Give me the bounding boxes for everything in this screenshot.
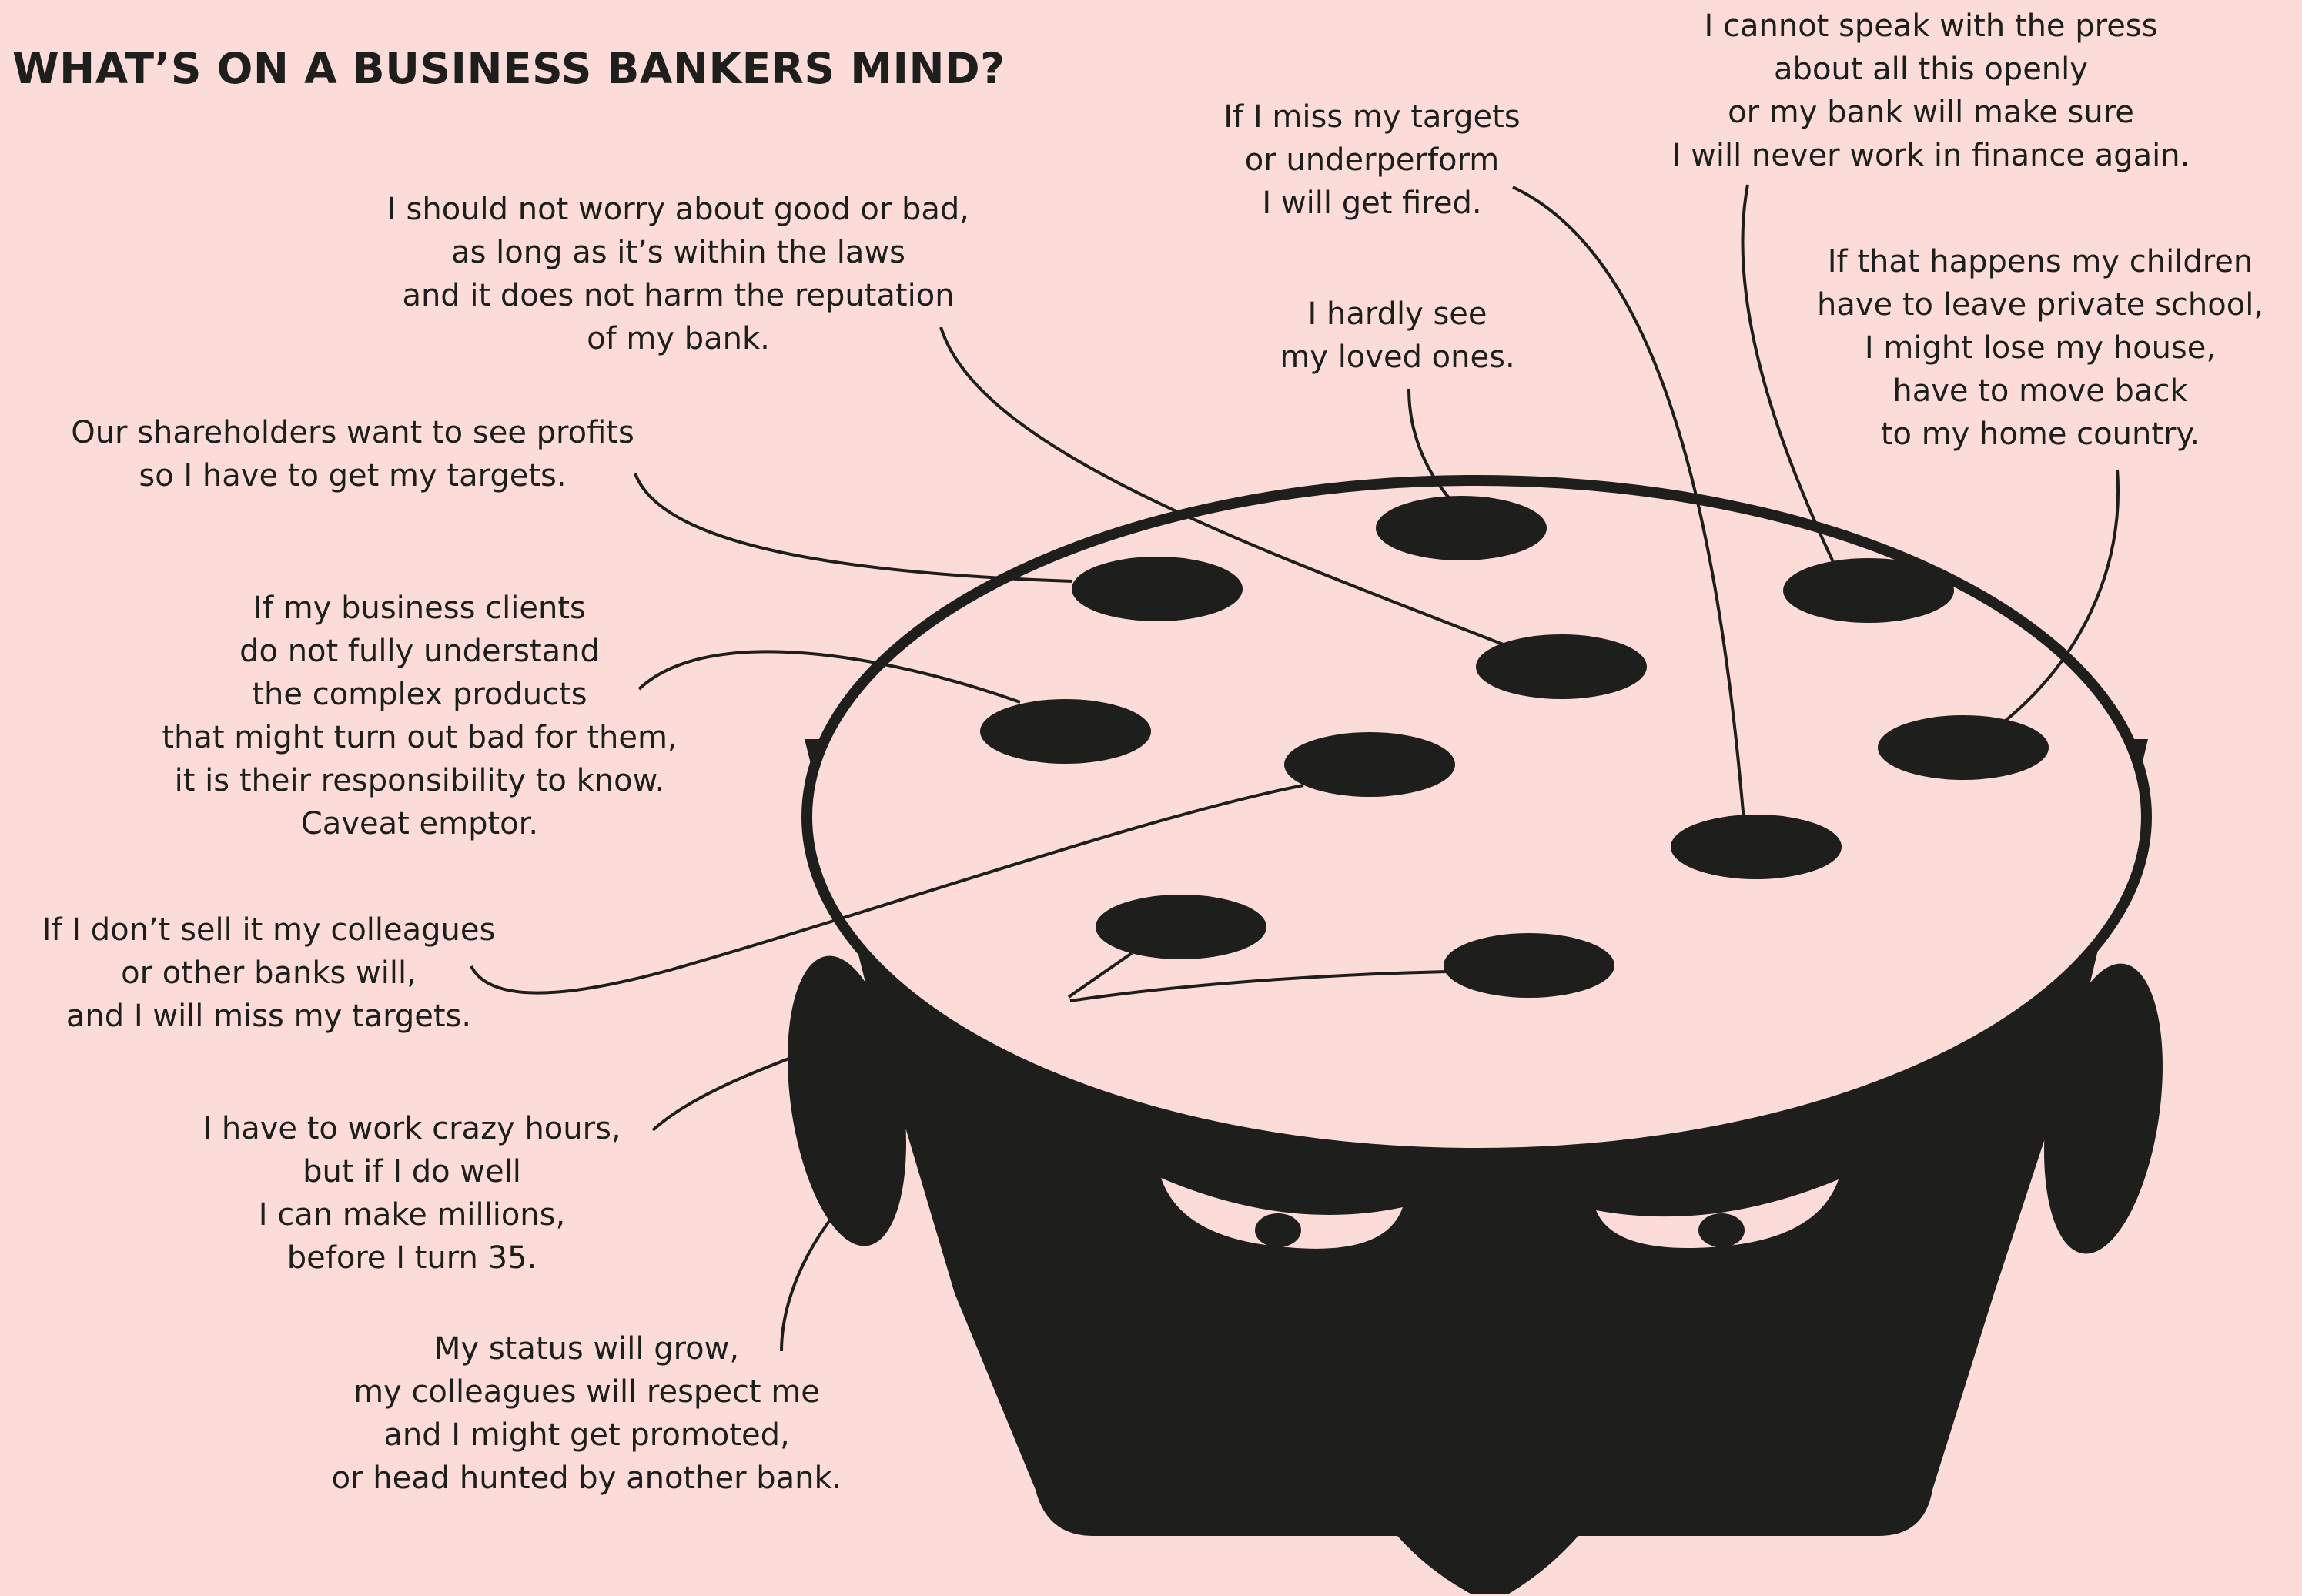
thought-line: I should not worry about good or bad, <box>387 192 969 227</box>
connector-colleagues <box>470 784 1304 995</box>
thought-line: or head hunted by another bank. <box>331 1460 842 1496</box>
connector-crazy-hours <box>651 1049 809 1132</box>
thought-line: my colleagues will respect me <box>353 1374 820 1410</box>
connector-press <box>1741 184 1835 564</box>
thought-hole-inner-b <box>1444 933 1614 998</box>
thought-line: and it does not harm the reputation <box>402 278 955 313</box>
thought-line: as long as it’s within the laws <box>451 235 905 270</box>
thought-line: If I miss my targets <box>1223 99 1521 135</box>
thought-line: have to move back <box>1892 373 2188 409</box>
thought-line: I can make millions, <box>258 1197 566 1233</box>
thought-hole-press <box>1783 558 1954 623</box>
connector-good-bad <box>939 326 1506 647</box>
thought-hole-targets-fired <box>1671 815 1842 879</box>
thought-line: I might lose my house, <box>1864 330 2217 366</box>
thought-line: or my bank will make sure <box>1728 95 2134 130</box>
thought-line: My status will grow, <box>433 1331 740 1367</box>
thought-line: have to leave private school, <box>1816 287 2264 323</box>
thought-good-bad: I should not worry about good or bad, as… <box>359 188 998 360</box>
connector-targets-fired <box>1512 186 1745 821</box>
thought-hole-clients <box>980 699 1151 764</box>
thought-line: I will get fired. <box>1262 186 1482 221</box>
thought-colleagues: If I don’t sell it my colleagues or othe… <box>11 908 527 1038</box>
left-pupil <box>1255 1213 1301 1247</box>
thought-line: and I will miss my targets. <box>65 999 472 1034</box>
connector-lines <box>470 184 2120 1352</box>
connector-status <box>780 1180 868 1352</box>
thought-line: so I have to get my targets. <box>139 458 567 494</box>
thought-holes <box>980 496 2049 998</box>
thought-press: I cannot speak with the press about all … <box>1614 5 2248 177</box>
thought-line: If that happens my children <box>1827 244 2253 279</box>
thought-shareholders: Our shareholders want to see profits so … <box>42 411 664 497</box>
thought-targets-fired: If I miss my targets or underperform I w… <box>1195 95 1549 225</box>
left-eye <box>1161 1178 1403 1249</box>
connector-clients <box>637 650 1021 704</box>
connector-children <box>2000 469 2120 725</box>
thought-line: Caveat emptor. <box>300 806 539 841</box>
thought-line: my loved ones. <box>1280 340 1515 375</box>
thought-hole-good-bad <box>1476 634 1647 699</box>
thought-line: it is their responsibility to know. <box>174 763 665 798</box>
head-top <box>801 475 2152 1159</box>
thought-line: I will never work in finance again. <box>1671 138 2190 173</box>
thought-children: If that happens my children have to leav… <box>1794 240 2287 456</box>
thought-line: and I might get promoted, <box>383 1417 790 1453</box>
thought-hole-inner-a <box>1096 895 1266 959</box>
connector-inner-a <box>1067 952 1133 999</box>
thought-line: to my home country. <box>1880 417 2200 452</box>
thought-loved-ones: I hardly see my loved ones. <box>1255 293 1540 379</box>
thought-line: I cannot speak with the press <box>1704 8 2158 44</box>
connector-inner-b <box>1069 970 1448 1002</box>
thought-line: or underperform <box>1244 142 1500 178</box>
banker-head <box>788 475 2163 1594</box>
thought-line: If my business clients <box>253 591 586 626</box>
thought-crazy-hours: I have to work crazy hours, but if I do … <box>174 1107 650 1280</box>
thought-hole-colleagues <box>1284 732 1455 797</box>
thought-line: before I turn 35. <box>286 1240 537 1276</box>
thought-line: Our shareholders want to see profits <box>71 415 634 450</box>
thought-line: about all this openly <box>1774 52 2088 87</box>
left-ear <box>788 955 906 1246</box>
page-title: WHAT’S ON A BUSINESS BANKERS MIND? <box>12 44 1005 93</box>
thought-clients: If my business clients do not fully unde… <box>139 587 701 845</box>
thought-line: or other banks will, <box>121 955 417 991</box>
connector-loved-ones <box>1407 388 1453 502</box>
thought-status: My status will grow, my colleagues will … <box>300 1327 873 1500</box>
thought-hole-loved-ones <box>1376 496 1547 560</box>
right-pupil <box>1698 1213 1745 1247</box>
thought-line: I hardly see <box>1307 296 1487 332</box>
thought-line: the complex products <box>252 677 587 712</box>
thought-line: that might turn out bad for them, <box>162 720 678 755</box>
thought-line: If I don’t sell it my colleagues <box>42 912 496 948</box>
thought-hole-children <box>1878 715 2049 780</box>
thought-line: of my bank. <box>587 321 770 356</box>
thought-line: I have to work crazy hours, <box>202 1111 621 1146</box>
thought-line: do not fully understand <box>239 634 600 669</box>
thought-line: but if I do well <box>303 1154 521 1189</box>
thought-hole-shareholders <box>1072 557 1243 621</box>
connector-shareholders <box>634 473 1073 583</box>
